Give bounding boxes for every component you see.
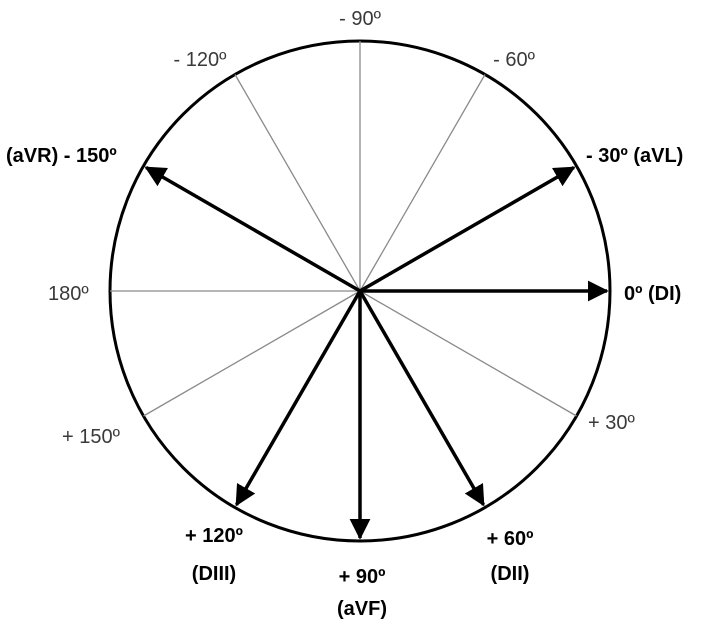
lead-axes [144, 165, 609, 540]
lead-arrow-minus-30 [359, 165, 576, 293]
axis-line-150 [143, 290, 361, 417]
label-minus-120: - 120º [174, 49, 228, 71]
label-plus-30: + 30º [588, 412, 635, 434]
label-plus-60: + 60º [487, 528, 534, 550]
lead-arrow-120 [234, 290, 362, 507]
label-di: 0º (DI) [624, 283, 681, 305]
label-plus-120: + 120º [185, 525, 243, 547]
label-avf: (aVF) [337, 598, 387, 620]
lead-arrow-60 [358, 290, 486, 507]
label-180: 180º [48, 283, 89, 305]
label-avl: - 30º (aVL) [586, 145, 683, 167]
label-diii: (DIII) [192, 563, 236, 585]
label-plus-90: + 90º [339, 566, 386, 588]
label-minus-60: - 60º [493, 49, 535, 71]
label-plus-150: + 150º [62, 426, 121, 448]
label-minus-90: - 90º [339, 8, 381, 30]
lead-arrow-minus-150 [144, 165, 361, 293]
axis-line-minus-60 [359, 74, 486, 292]
label-avr: (aVR) - 150º [6, 145, 117, 167]
intermediate-axes [110, 41, 577, 417]
axis-line-30 [359, 290, 577, 417]
label-dii: (DII) [491, 563, 530, 585]
axis-line-minus-120 [234, 74, 361, 292]
